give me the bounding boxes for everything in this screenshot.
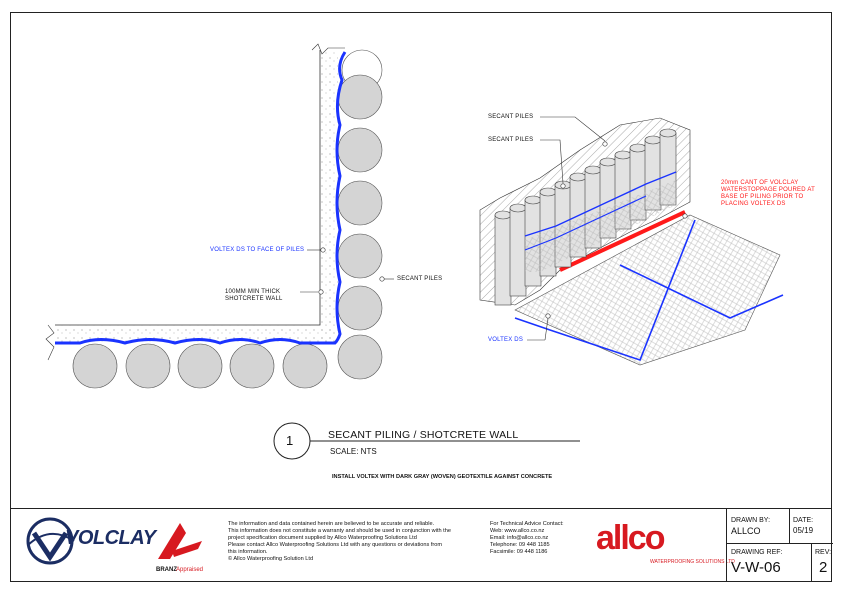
callout-secant-iso-2: SECANT PILES [488, 137, 534, 143]
drawing-sheet-border [10, 12, 832, 582]
contact-line: Email: info@allco.co.nz [490, 535, 549, 541]
date-value: 05/19 [793, 526, 814, 535]
detail-number: 1 [286, 433, 294, 448]
contact-line: Facsimile: 09 448 1186 [490, 549, 548, 555]
allco-wordmark: allco [596, 519, 665, 557]
branz-logo [158, 523, 202, 559]
callout-cant-1: 20mm CANT OF VOLCLAY [721, 180, 799, 186]
date-label: DATE: [793, 517, 814, 524]
allco-tagline: WATERPROOFING SOLUTIONS LTD [650, 559, 735, 565]
contact-line: Telephone: 09 448 1185 [490, 542, 550, 548]
disclaimer-line: The information and data contained herei… [228, 521, 435, 527]
disclaimer-line: This information does not constitute a w… [228, 528, 451, 534]
detail-marker [273, 422, 580, 460]
callout-cant-3: BASE OF PILING PRIOR TO [721, 194, 804, 200]
volclay-wordmark: VOLCLAY [65, 527, 156, 549]
disclaimer-line: this information. [228, 549, 268, 555]
branz-label: BRANZ [156, 567, 177, 573]
rev-value: 2 [819, 559, 828, 576]
branz-appraised: Appraised [176, 567, 204, 573]
callout-voltex-face: VOLTEX DS TO FACE OF PILES [210, 247, 305, 253]
disclaimer: The information and data contained herei… [228, 521, 451, 563]
drawing-info-block: DRAWN BY: ALLCO DATE: 05/19 DRAWING REF:… [726, 509, 833, 581]
secant-piles-horizontal [72, 343, 328, 389]
isometric-view [479, 116, 784, 366]
drawn-by-label: DRAWN BY: [731, 517, 771, 524]
callout-secant-plan: SECANT PILES [397, 276, 443, 282]
volclay-logo [26, 517, 75, 565]
title-block: VOLCLAY BRANZ Appraised The information … [10, 508, 833, 583]
callout-shotcrete-1: 100MM MIN THICK [225, 289, 281, 295]
contact-line: For Technical Advice Contact: [490, 521, 564, 527]
callout-cant-2: WATERSTOPPAGE POURED AT [721, 187, 815, 193]
contact-line: Web: www.allco.co.nz [490, 528, 545, 534]
detail-scale: SCALE: NTS [330, 447, 377, 456]
detail-note: INSTALL VOLTEX WITH DARK GRAY (WOVEN) GE… [332, 474, 553, 480]
detail-title: SECANT PILING / SHOTCRETE WALL [328, 429, 519, 441]
disclaimer-line: Please contact Allco Waterproofing Solut… [228, 542, 443, 548]
callout-voltex-iso: VOLTEX DS [488, 337, 524, 343]
drawn-by-value: ALLCO [731, 526, 761, 536]
rev-label: REV: [815, 549, 832, 556]
drawing-ref-value: V-W-06 [731, 559, 781, 576]
contact-info: For Technical Advice Contact: Web: www.a… [490, 521, 564, 556]
drawing-ref-label: DRAWING REF: [731, 549, 783, 556]
callout-shotcrete-2: SHOTCRETE WALL [225, 296, 283, 302]
disclaimer-line: © Allco Waterproofing Solution Ltd [228, 556, 314, 562]
iso-piles [494, 128, 677, 306]
disclaimer-line: project specification document supplied … [228, 535, 417, 541]
plan-view [45, 43, 394, 389]
voltex-membrane-plan [55, 51, 347, 345]
secant-piles-vertical [337, 49, 383, 380]
callout-secant-iso-1: SECANT PILES [488, 114, 534, 120]
callout-cant-4: PLACING VOLTEX DS [721, 201, 786, 207]
